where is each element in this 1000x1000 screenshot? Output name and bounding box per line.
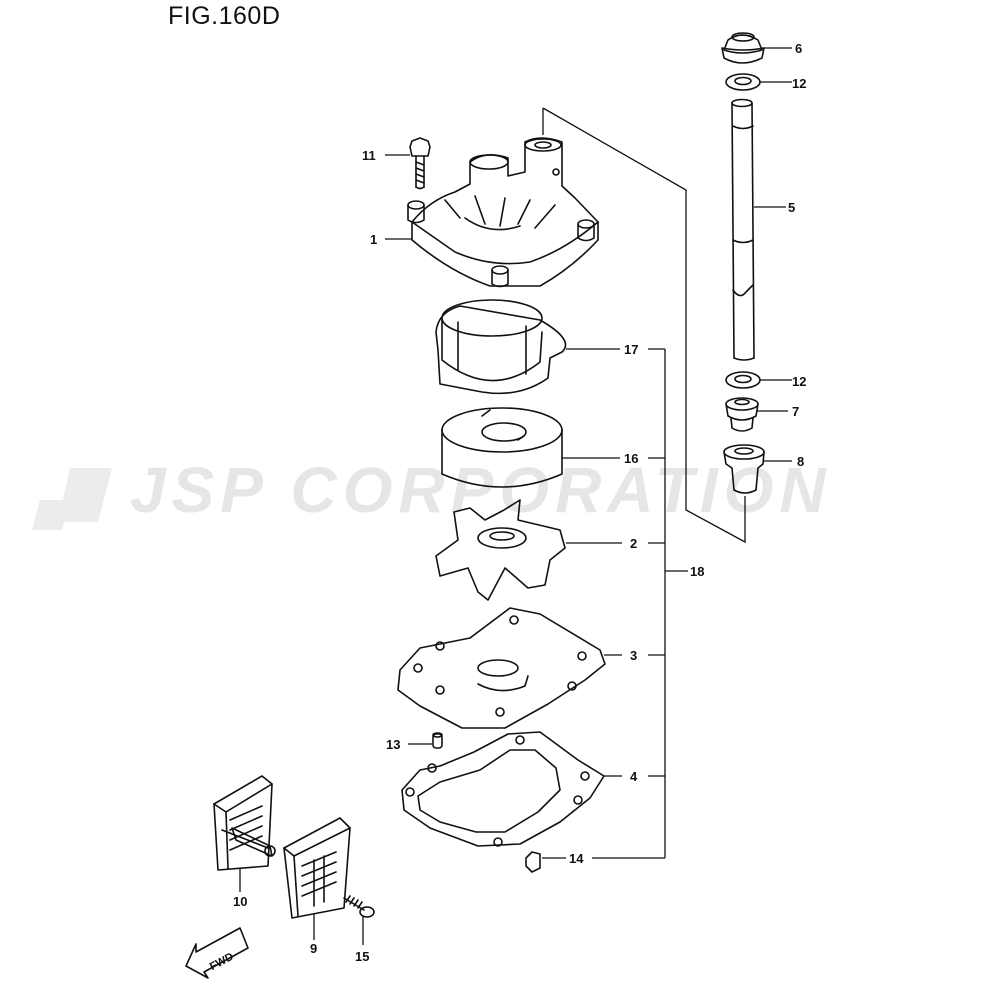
callout-16: 16 <box>624 451 638 466</box>
callout-4: 4 <box>630 769 638 784</box>
fwd-arrow <box>185 927 249 979</box>
part-11-bolt[interactable] <box>409 137 431 190</box>
callout-3: 3 <box>630 648 637 663</box>
callout-12-upper: 12 <box>792 76 806 91</box>
callout-15: 15 <box>355 949 369 964</box>
part-3-plate[interactable] <box>397 607 606 729</box>
part-12-washer-upper[interactable] <box>725 73 761 91</box>
part-9-screen[interactable] <box>283 817 351 919</box>
callout-17: 17 <box>624 342 638 357</box>
part-14-key[interactable] <box>525 851 541 873</box>
leader-lines <box>239 47 792 945</box>
part-10-bracket[interactable] <box>213 775 276 871</box>
part-1-pump-housing[interactable] <box>407 137 599 288</box>
callout-10: 10 <box>233 894 247 909</box>
callout-12-lower: 12 <box>792 374 806 389</box>
part-17-insert[interactable] <box>435 299 567 395</box>
part-13-pin[interactable] <box>432 732 443 749</box>
part-6-grommet[interactable] <box>721 32 765 64</box>
callout-6: 6 <box>795 41 802 56</box>
callout-14: 14 <box>569 851 584 866</box>
part-2-impeller[interactable] <box>435 499 566 601</box>
callout-18: 18 <box>690 564 704 579</box>
callout-5: 5 <box>788 200 795 215</box>
callout-9: 9 <box>310 941 317 956</box>
callouts: 11 1 6 12 5 12 7 8 17 16 2 18 3 4 13 14 … <box>208 41 807 973</box>
watermark: JSP CORPORATION <box>32 454 826 530</box>
part-7-seal[interactable] <box>725 397 759 432</box>
part-4-gasket[interactable] <box>401 731 605 847</box>
part-15-screw[interactable] <box>343 895 375 918</box>
part-8-bushing[interactable] <box>723 444 765 494</box>
callout-11: 11 <box>362 148 376 163</box>
callout-8: 8 <box>797 454 804 469</box>
callout-7: 7 <box>792 404 799 419</box>
figure-title: FIG.160D <box>168 2 281 30</box>
part-12-washer-lower[interactable] <box>725 371 761 389</box>
callout-1: 1 <box>370 232 377 247</box>
part-5-tube[interactable] <box>731 98 755 361</box>
part-16-liner[interactable] <box>441 407 563 488</box>
callout-2: 2 <box>630 536 637 551</box>
callout-13: 13 <box>386 737 400 752</box>
